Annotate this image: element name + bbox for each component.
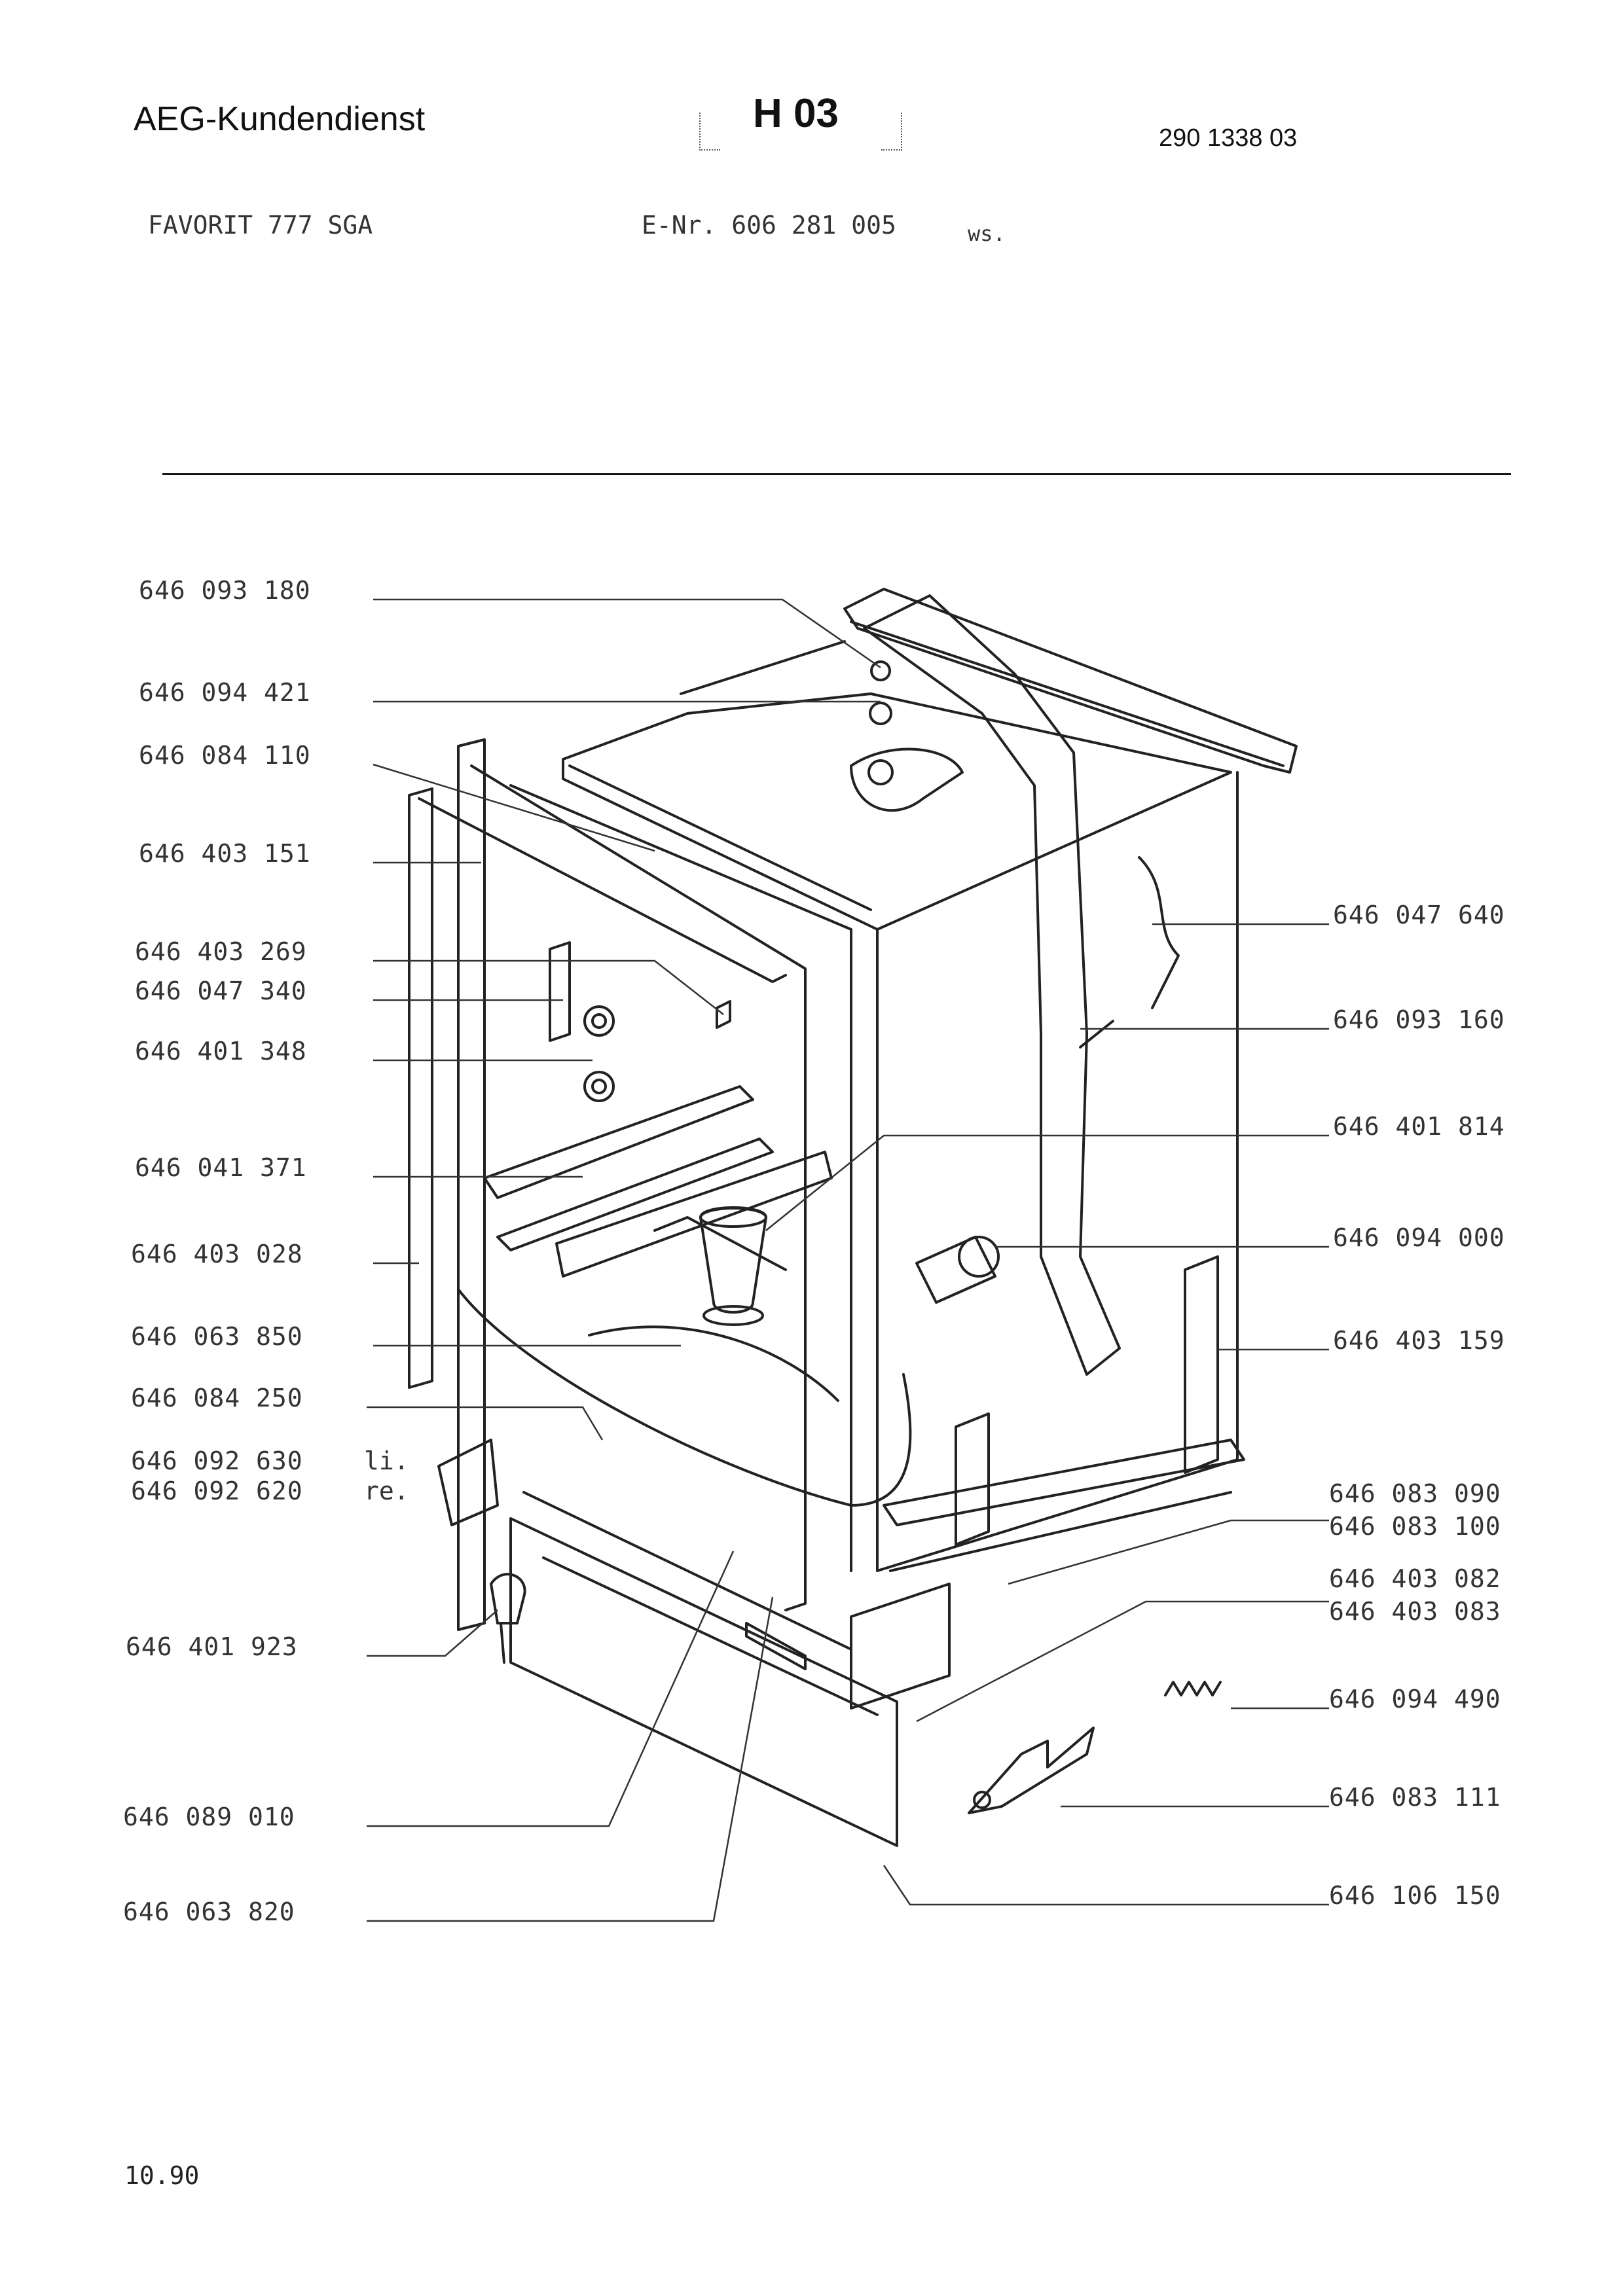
part-number: 646 083 090 (1329, 1479, 1501, 1508)
part-number: 646 403 159 (1333, 1326, 1505, 1355)
part-number: 646 041 371 (135, 1153, 307, 1182)
part-number: 646 089 010 (123, 1803, 295, 1831)
sheet-code-bracket-right (881, 113, 902, 151)
supply-pipe (863, 594, 1121, 1376)
document-number: 290 1338 03 (1159, 124, 1298, 152)
part-number: 646 063 850 (131, 1322, 303, 1351)
hinge-bracket (549, 941, 571, 1042)
left-frame-post (457, 738, 486, 1631)
color-code: ws. (968, 221, 1006, 246)
part-number: 646 403 028 (131, 1240, 303, 1268)
door-seal-strip (408, 787, 433, 1389)
leader-lines (367, 598, 1329, 1922)
part-number: 646 083 111 (1329, 1783, 1501, 1812)
part-number: 646 403 082 (1329, 1564, 1501, 1593)
right-side-panel (876, 771, 1239, 1572)
rack-rail (483, 1085, 754, 1199)
part-number: 646 403 083 (1329, 1597, 1501, 1626)
part-number: 646 106 150 (1329, 1881, 1501, 1910)
part-number: 646 093 160 (1333, 1005, 1505, 1034)
spring (1164, 1681, 1222, 1696)
part-number: 646 047 640 (1333, 901, 1505, 929)
door-clip (437, 1439, 499, 1526)
plinth-panel (509, 1517, 898, 1847)
part-number: 646 047 340 (135, 977, 307, 1005)
header-rule (162, 473, 1511, 475)
part-number: 646 093 180 (139, 576, 311, 605)
part-number: 646 094 421 (139, 678, 311, 707)
tub-floor (457, 1288, 912, 1507)
revision-date: 10.90 (124, 2161, 200, 2190)
base-frame (883, 1439, 1245, 1526)
part-number: 646 401 348 (135, 1037, 307, 1066)
part-number: 646 403 151 (139, 839, 311, 868)
bottom-plate (968, 1727, 1095, 1814)
tub-top (562, 692, 1232, 931)
model-name: FAVORIT 777 SGA (148, 211, 373, 240)
part-number: 646 092 630 (131, 1446, 303, 1475)
lower-rail (555, 1151, 833, 1278)
part-number: 646 084 250 (131, 1384, 303, 1412)
side-label-right: re. (364, 1477, 409, 1505)
part-number: 646 403 269 (135, 937, 307, 966)
part-number: 646 084 110 (139, 741, 311, 770)
base-foot (850, 1583, 951, 1710)
foot-screw (490, 1573, 526, 1624)
side-label-left: li. (364, 1446, 409, 1475)
top-spray-arm (850, 747, 964, 812)
part-number: 646 092 620 (131, 1477, 303, 1505)
part-number: 646 083 100 (1329, 1512, 1501, 1541)
part-number: 646 063 820 (123, 1897, 295, 1926)
part-number: 646 094 490 (1329, 1685, 1501, 1713)
sheet-code-bracket-left (699, 113, 720, 151)
sheet-code: H 03 (753, 91, 839, 136)
right-runner (1184, 1255, 1219, 1474)
part-number: 646 094 000 (1333, 1223, 1505, 1252)
company-title: AEG-Kundendienst (134, 100, 426, 138)
top-nozzle (869, 702, 892, 725)
heater-roller (915, 1236, 996, 1304)
part-number: 646 401 923 (126, 1632, 298, 1661)
part-number: 646 401 814 (1333, 1112, 1505, 1141)
e-number: E-Nr. 606 281 005 (642, 211, 896, 240)
top-rail (843, 588, 1298, 774)
